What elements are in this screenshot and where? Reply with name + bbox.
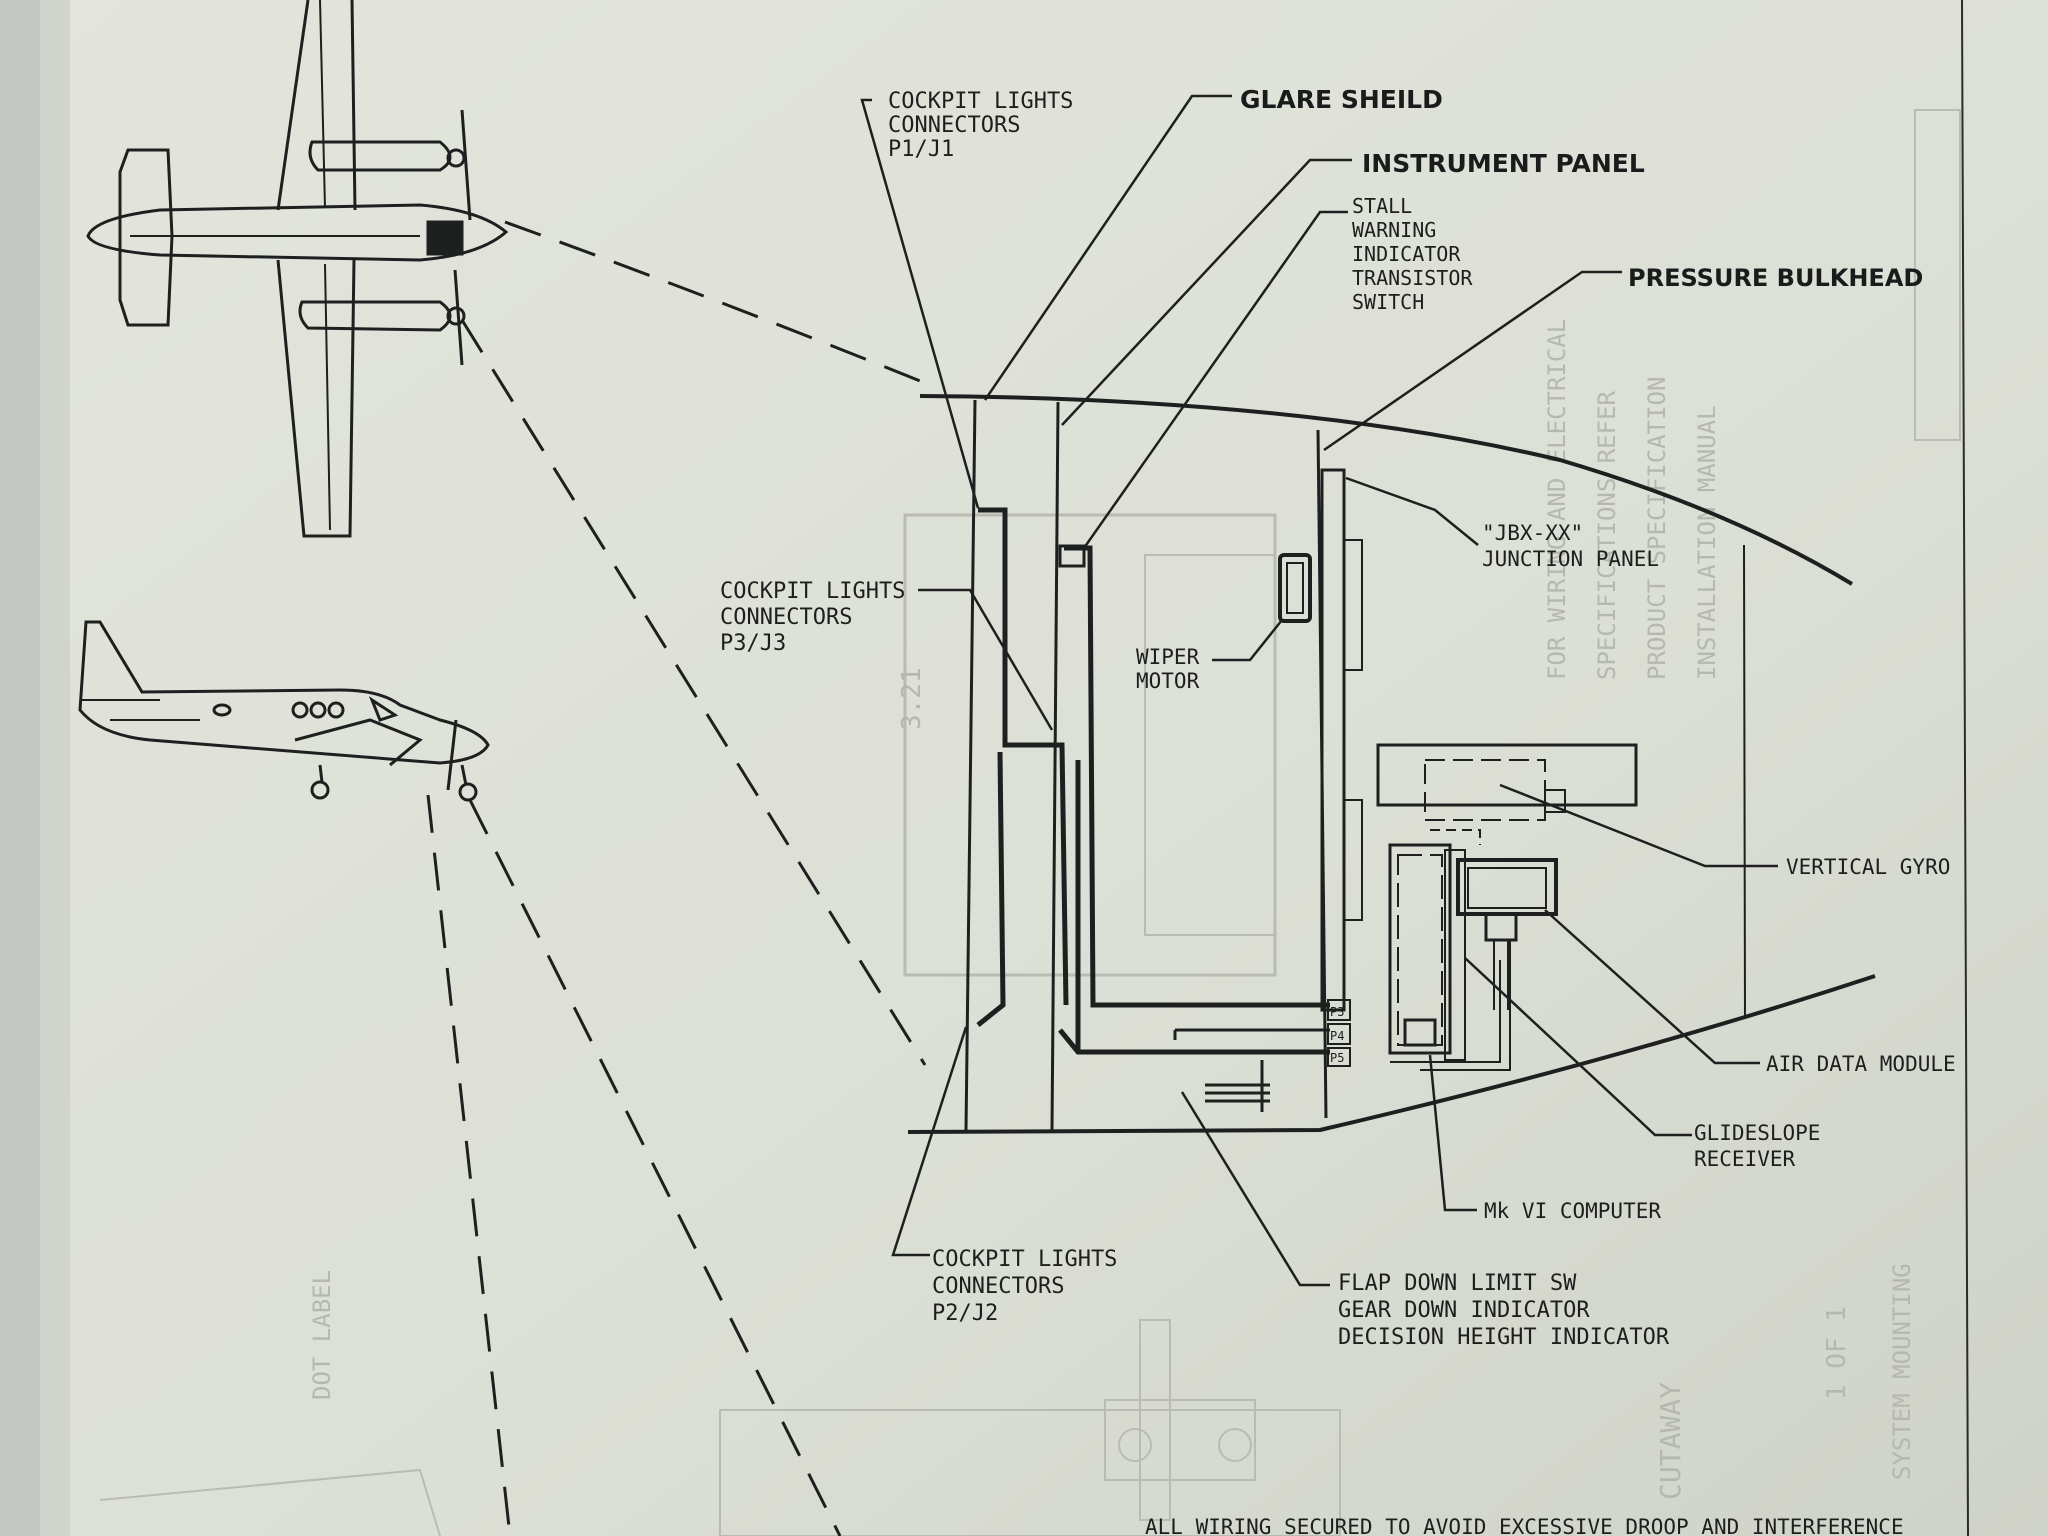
- label-flap-gear-dh: FLAP DOWN LIMIT SW GEAR DOWN INDICATOR D…: [1338, 1271, 1670, 1350]
- label-pressure-bulkhead: PRESSURE BULKHEAD: [1628, 264, 1923, 292]
- connector-tag-p3: P3: [1330, 1005, 1344, 1019]
- label-air-data-module: AIR DATA MODULE: [1766, 1052, 1956, 1076]
- binding-shadow: [40, 0, 70, 1536]
- label-instrument-panel: INSTRUMENT PANEL: [1362, 149, 1645, 178]
- label-glare-shield: GLARE SHEILD: [1240, 85, 1443, 114]
- svg-text:PRODUCT SPECIFICATION: PRODUCT SPECIFICATION: [1643, 377, 1671, 680]
- label-stall-warning: STALL WARNING INDICATOR TRANSISTOR SWITC…: [1352, 194, 1484, 314]
- page-border-right: [1961, 0, 1969, 1536]
- label-wiper-motor: WIPER MOTOR: [1136, 645, 1212, 693]
- svg-text:DOT LABEL: DOT LABEL: [308, 1270, 336, 1400]
- svg-text:SYSTEM MOUNTING: SYSTEM MOUNTING: [1888, 1263, 1916, 1480]
- leader-lines: [860, 94, 1778, 1287]
- svg-text:SPECIFICATIONS REFER: SPECIFICATIONS REFER: [1593, 390, 1621, 680]
- svg-text:1 OF 1: 1 OF 1: [1822, 1306, 1852, 1400]
- label-mk-vi-computer: Mk VI COMPUTER: [1484, 1199, 1661, 1223]
- label-vertical-gyro: VERTICAL GYRO: [1786, 855, 1950, 879]
- cockpit-cutaway: [907, 394, 1876, 1134]
- svg-text:3.21: 3.21: [897, 667, 927, 730]
- aircraft-top-view: [86, 0, 509, 538]
- bleed-through-marks: 3.21 FOR WIRING AND ELECTRICAL SPECIFICA…: [99, 109, 1961, 1536]
- label-glideslope-receiver: GLIDESLOPE RECEIVER: [1694, 1121, 1833, 1171]
- connector-tag-p5: P5: [1330, 1051, 1344, 1065]
- aircraft-side-view: [78, 620, 490, 802]
- projection-lines: [426, 220, 931, 1536]
- svg-text:CUTAWAY: CUTAWAY: [1654, 1382, 1687, 1500]
- footer-note: ALL WIRING SECURED TO AVOID EXCESSIVE DR…: [1145, 1515, 1904, 1536]
- callout-labels: COCKPIT LIGHTS CONNECTORS P1/J1 GLARE SH…: [720, 85, 1956, 1536]
- svg-text:FOR WIRING AND ELECTRICAL: FOR WIRING AND ELECTRICAL: [1543, 319, 1571, 680]
- label-cockpit-lights-p3: COCKPIT LIGHTS CONNECTORS P3/J3: [720, 579, 919, 656]
- connector-tag-p4: P4: [1330, 1029, 1344, 1043]
- svg-text:INSTALLATION MANUAL: INSTALLATION MANUAL: [1693, 405, 1721, 680]
- label-cockpit-lights-p1: COCKPIT LIGHTS CONNECTORS P1/J1: [888, 89, 1087, 162]
- label-cockpit-lights-p2: COCKPIT LIGHTS CONNECTORS P2/J2: [932, 1247, 1131, 1326]
- binding-edge: [0, 0, 40, 1536]
- label-jbx-junction: "JBX-XX" JUNCTION PANEL: [1482, 521, 1659, 571]
